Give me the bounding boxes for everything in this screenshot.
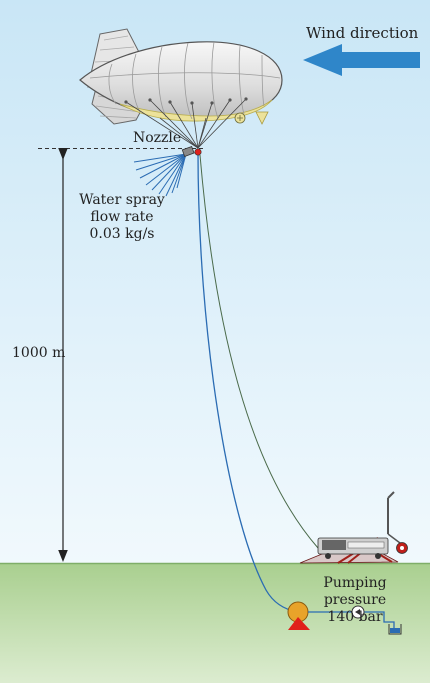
pump-icon	[287, 601, 310, 630]
tether-line	[199, 154, 319, 549]
nozzle-label: Nozzle	[133, 130, 182, 146]
water-spray	[133, 153, 187, 197]
pump-label-line1: Pumping pressure	[323, 575, 387, 608]
pump-pressure-label: Pumping pressure 140 bar	[294, 575, 416, 626]
ground	[0, 563, 430, 683]
nozzle-icon	[181, 145, 202, 157]
wind-arrow	[303, 44, 420, 76]
wind-direction-label: Wind direction	[306, 24, 419, 42]
tethered-balloon-icon	[79, 28, 283, 149]
spray-label-line2: flow rate	[90, 209, 154, 225]
spray-label-line3: 0.03 kg/s	[89, 226, 155, 242]
spray-rate-label: Water spray flow rate 0.03 kg/s	[66, 192, 178, 243]
height-label: 1000 m	[12, 345, 66, 361]
water-hose	[197, 151, 299, 613]
check-valve-icon	[351, 605, 365, 619]
winch-truck-icon	[299, 491, 408, 564]
water-reservoir-icon	[388, 624, 402, 635]
pump-label-line2: 140 bar	[327, 609, 383, 625]
spray-label-line1: Water spray	[79, 192, 165, 208]
